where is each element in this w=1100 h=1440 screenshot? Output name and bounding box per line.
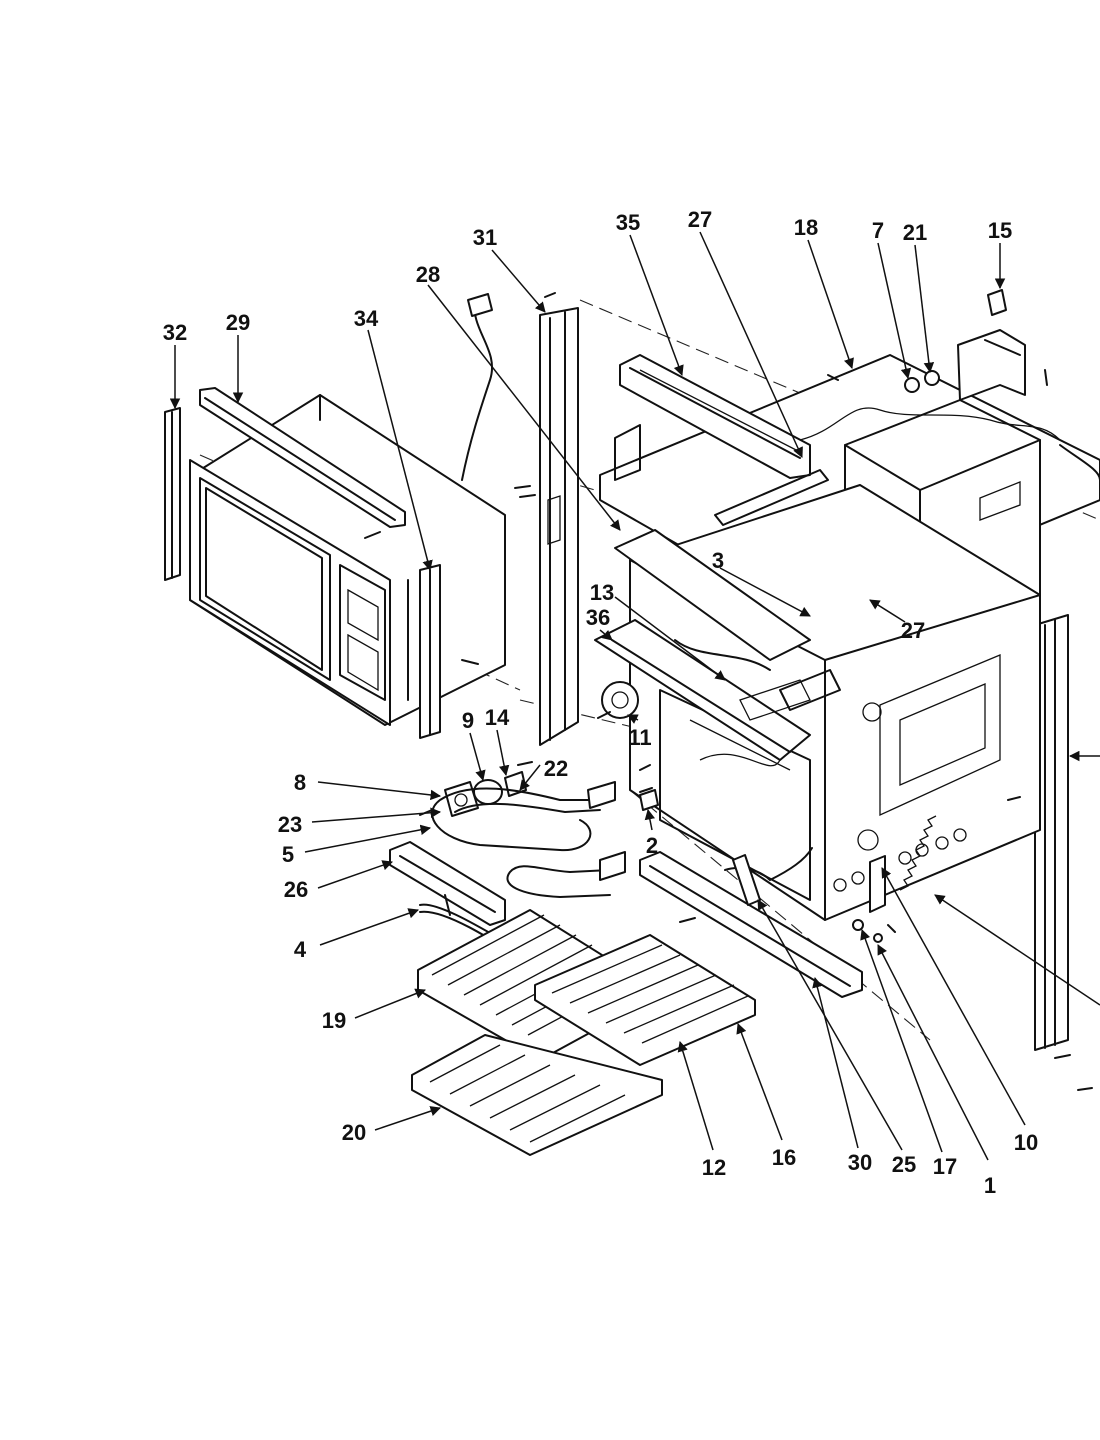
label-part-17: 17 [933, 1154, 957, 1179]
label-part-7: 7 [872, 218, 884, 243]
label-part-25: 25 [892, 1152, 916, 1177]
label-part-22: 22 [544, 756, 568, 781]
label-part-27-top: 27 [688, 207, 712, 232]
label-part-16: 16 [772, 1145, 796, 1170]
label-part-19: 19 [322, 1008, 346, 1033]
label-part-8: 8 [294, 770, 306, 795]
label-part-32: 32 [163, 320, 187, 345]
label-part-35: 35 [616, 210, 640, 235]
label-part-34: 34 [354, 306, 379, 331]
label-part-20: 20 [342, 1120, 366, 1145]
fan-motor [597, 681, 639, 719]
label-part-21: 21 [903, 220, 927, 245]
label-part-23: 23 [278, 812, 302, 837]
broiler-pan [534, 934, 756, 1066]
label-part-15: 15 [988, 218, 1012, 243]
label-part-1: 1 [984, 1173, 996, 1198]
label-part-36: 36 [586, 605, 610, 630]
label-part-28: 28 [416, 262, 440, 287]
callout-leaders [169, 231, 1100, 1161]
right-side-rail [639, 851, 863, 998]
left-side-rail [389, 841, 506, 926]
cavity-front-holes [833, 828, 967, 892]
bake-element [431, 764, 653, 898]
label-part-26: 26 [284, 877, 308, 902]
front-frame-strip [514, 292, 579, 746]
label-part-31: 31 [473, 225, 497, 250]
oven-rack-lower [411, 1034, 663, 1156]
microwave-assembly [164, 293, 506, 739]
label-part-14: 14 [485, 705, 510, 730]
label-part-30: 30 [848, 1150, 872, 1175]
label-part-4: 4 [294, 937, 307, 962]
label-part-2: 2 [646, 833, 658, 858]
label-part-13: 13 [590, 580, 614, 605]
label-part-18: 18 [794, 215, 818, 240]
label-part-9: 9 [462, 708, 474, 733]
label-part-11: 11 [628, 725, 651, 750]
label-part-12: 12 [702, 1155, 726, 1180]
label-part-5: 5 [282, 842, 294, 867]
label-part-27-mid: 27 [901, 618, 925, 643]
vent-bracket [594, 529, 841, 761]
label-part-10: 10 [1014, 1130, 1038, 1155]
label-part-3: 3 [712, 548, 724, 573]
part-labels: 32 29 34 31 28 35 27 18 7 21 15 3 13 36 … [163, 207, 1038, 1198]
hinge-latch-parts [639, 789, 896, 943]
label-part-29: 29 [226, 310, 250, 335]
right-frame-strip [1034, 614, 1093, 1091]
